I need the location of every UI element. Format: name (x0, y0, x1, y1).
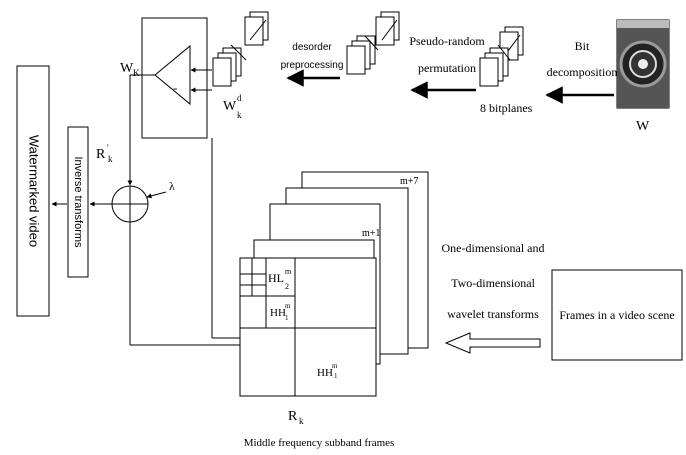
watermark-image (616, 19, 670, 109)
hh1-sub: 1 (285, 314, 289, 322)
hl-sup: m (285, 267, 292, 276)
hl-label: HL (268, 271, 284, 285)
hh1-label: HH (270, 307, 286, 319)
wdk-sub: k (237, 110, 242, 120)
subband-grid (240, 258, 376, 396)
lambda-label: λ (169, 179, 175, 193)
hl-sub: 2 (285, 282, 289, 291)
inverse-transforms-box (67, 126, 89, 278)
wk-label: W (120, 61, 134, 76)
subtractor-triangle (154, 44, 191, 106)
front-subband-frame (239, 257, 377, 397)
wdk-label: W (223, 99, 237, 114)
pseudo-random-label: Pseudo-random (409, 34, 485, 48)
bitplanes-stack (479, 26, 524, 87)
wdk-sup: d (237, 93, 242, 103)
watermarked-video-label: Watermarked video (27, 135, 42, 247)
subband-frame-stack (239, 171, 429, 397)
minus-sign: - (173, 80, 177, 95)
inverse-transforms-label: Inverse transforms (72, 156, 84, 248)
disordered-bitplanes-stack (212, 11, 269, 87)
hh1-sup: m (285, 302, 291, 310)
wk-sub: K (133, 68, 140, 78)
permutation-label: permutation (418, 61, 476, 75)
rk-sub: k (299, 416, 304, 426)
bitplanes-label: 8 bitplanes (480, 101, 533, 115)
transform-label-1: One-dimensional and (442, 241, 545, 255)
rk-label: R (288, 409, 298, 424)
rk-prime-sub: k (108, 154, 113, 164)
hhm-label: HH (317, 367, 333, 379)
frames-label: Frames in a video scene (559, 308, 674, 322)
decomposition-label: decomposition (547, 65, 618, 79)
frames-box (551, 269, 683, 361)
lambda-arrow (146, 191, 167, 199)
transform-hollow-arrow (444, 332, 541, 354)
hhm-sub: 1 (334, 372, 338, 380)
permuted-bitplanes-stack (346, 11, 400, 75)
bit-label: Bit (575, 39, 590, 53)
transform-label-2: Two-dimensional (451, 276, 535, 290)
rk-prime-label: R (96, 147, 106, 162)
m1-label: m+1 (362, 228, 380, 239)
preprocessing-label: preprocessing (281, 60, 344, 71)
transform-label-3: wavelet transforms (447, 307, 539, 321)
rk-prime-sup: ' (107, 143, 109, 153)
watermarked-video-box (16, 65, 50, 317)
hhm-sup: m (332, 362, 338, 370)
m7-label: m+7 (400, 176, 418, 187)
disorder-label: desorder (292, 42, 332, 53)
w-label: W (636, 119, 650, 134)
middle-freq-label: Middle frequency subband frames (244, 437, 395, 449)
